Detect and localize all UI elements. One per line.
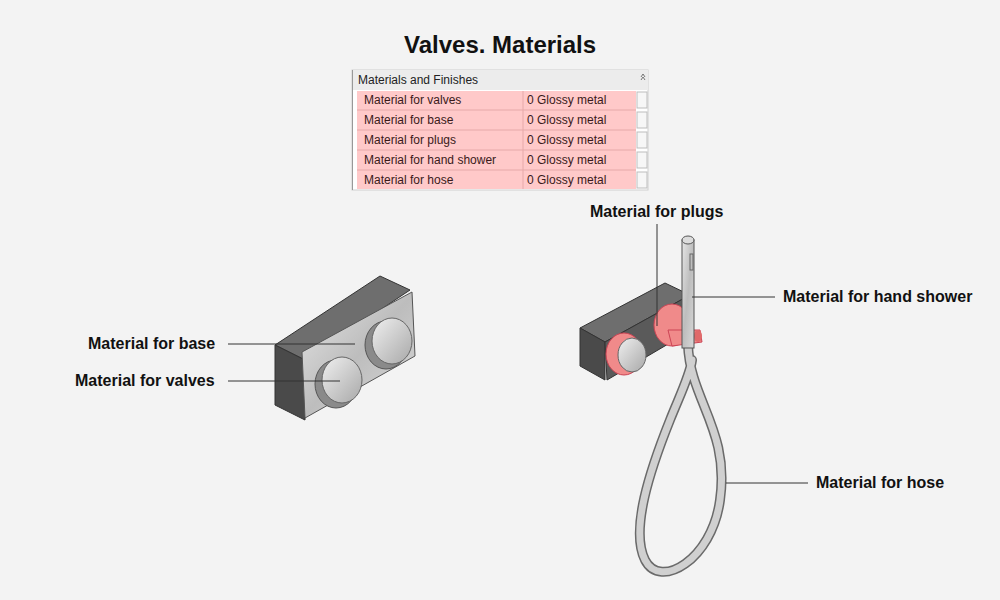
part-label: Material for base <box>88 334 215 354</box>
table-cell: 0 Glossy metal <box>527 130 606 150</box>
table-cell: Material for hose <box>364 170 453 190</box>
table-cell: Material for hand shower <box>364 150 496 170</box>
table-cell: 0 Glossy metal <box>527 170 606 190</box>
part-label: Material for valves <box>75 371 215 391</box>
table-cell: Material for valves <box>364 90 461 110</box>
shower-hose <box>640 345 722 572</box>
valve-knob <box>315 318 412 408</box>
part-label: Material for hose <box>816 473 944 493</box>
table-cell: Material for plugs <box>364 130 456 150</box>
table-cell: 0 Glossy metal <box>527 150 606 170</box>
leader-lines <box>228 224 808 483</box>
table-cell: 0 Glossy metal <box>527 110 606 130</box>
table-header: Materials and Finishes <box>358 70 478 90</box>
valve-unit-left <box>275 276 415 420</box>
table-cell: Material for base <box>364 110 453 130</box>
diagram-title: Valves. Materials <box>404 30 596 60</box>
properties-table <box>352 70 648 190</box>
hand-shower <box>682 236 694 348</box>
table-cell: 0 Glossy metal <box>527 90 606 110</box>
part-label: Material for plugs <box>590 202 723 222</box>
part-label: Material for hand shower <box>783 287 972 307</box>
